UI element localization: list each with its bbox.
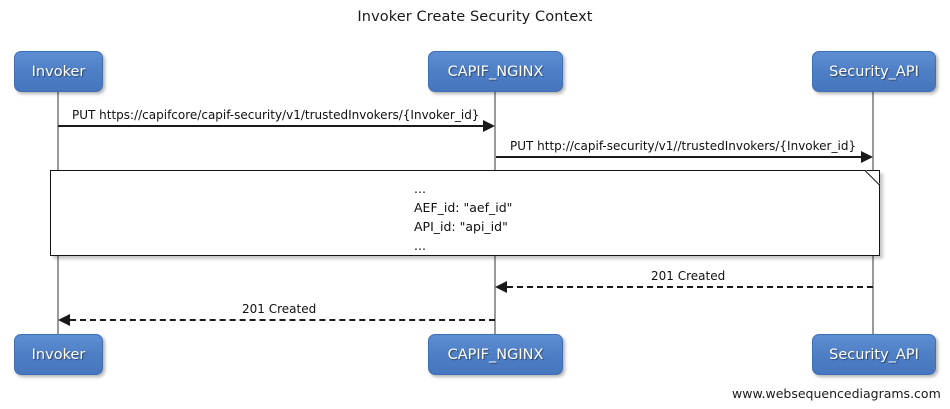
message-line-m2 [496, 156, 862, 158]
participant-invoker-bottom-label: Invoker [31, 346, 86, 363]
participant-invoker-top[interactable]: Invoker [14, 51, 103, 92]
participant-capif-nginx-bottom-label: CAPIF_NGINX [447, 346, 544, 363]
participant-security-api-top-label: Security_API [829, 63, 919, 80]
message-label-m1: PUT https://capifcore/capif-security/v1/… [72, 108, 480, 122]
message-label-m4: 201 Created [242, 302, 317, 316]
note-fold-corner-icon [866, 170, 880, 184]
participant-security-api-bottom-label: Security_API [829, 346, 919, 363]
participant-capif-nginx-bottom[interactable]: CAPIF_NGINX [428, 334, 563, 375]
watermark-footer: www.websequencediagrams.com [732, 386, 941, 401]
page-title: Invoker Create Security Context [357, 9, 593, 25]
participant-security-api-top[interactable]: Security_API [812, 51, 936, 92]
message-line-m4 [70, 319, 495, 321]
message-label-m2: PUT http://capif-security/v1//trustedInv… [510, 139, 857, 153]
message-arrowhead-m1 [483, 120, 495, 132]
message-line-m1 [58, 125, 484, 127]
participant-invoker-top-label: Invoker [31, 63, 86, 80]
note-box [50, 170, 880, 256]
message-arrowhead-m2 [861, 151, 873, 163]
participant-security-api-bottom[interactable]: Security_API [812, 334, 936, 375]
message-arrowhead-m4 [58, 314, 70, 326]
participant-capif-nginx-top-label: CAPIF_NGINX [447, 63, 544, 80]
message-line-m3 [507, 286, 873, 288]
note-text: ... AEF_id: "aef_id" API_id: "api_id" ..… [414, 181, 513, 253]
message-label-m3: 201 Created [651, 269, 726, 283]
participant-invoker-bottom[interactable]: Invoker [14, 334, 103, 375]
participant-capif-nginx-top[interactable]: CAPIF_NGINX [428, 51, 563, 92]
message-arrowhead-m3 [495, 281, 507, 293]
